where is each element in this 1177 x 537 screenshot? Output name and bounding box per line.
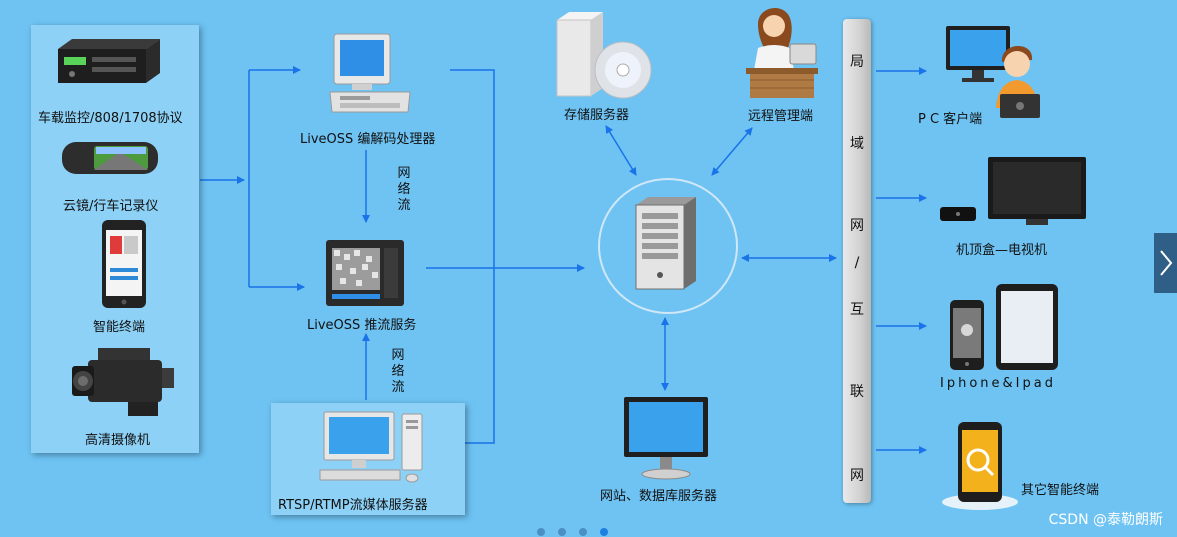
carousel-dot-1[interactable] [537,528,545,536]
lan-char-1: 局 [850,54,864,70]
lan-char-4: / [854,255,860,271]
other-terminal-icon [942,422,1018,510]
chevron-right-icon [1160,250,1173,276]
web-db-label: 网站、数据库服务器 [600,489,718,504]
source-label-dvr: 车载监控/808/1708协议 [38,111,183,126]
storage-server-arrow [605,125,637,176]
web-db-monitor-icon [624,397,708,480]
rtsp-label: RTSP/RTMP流媒体服务器 [278,498,428,513]
codec-computer-icon [329,33,411,113]
codec-link-line [450,69,495,444]
source-label-camera: 高清摄像机 [85,433,151,448]
iphone-ipad-label: Iphone&Ipad [940,376,1056,391]
tv-client-icon [940,157,1086,225]
tv-client-label: 机顶盒—电视机 [956,243,1048,258]
pc-client-label: P C 客户端 [918,112,983,127]
carousel-dot-2[interactable] [558,528,566,536]
carousel-next-button[interactable] [1154,233,1177,293]
remote-manager-icon [746,7,818,98]
pc-client-icon [946,26,1040,118]
source-label-terminal: 智能终端 [93,320,146,335]
lan-char-2: 域 [850,136,864,152]
remote-label: 远程管理端 [748,109,814,124]
storage-label: 存储服务器 [564,108,630,123]
source-label-mirror: 云镜/行车记录仪 [63,199,159,214]
lan-char-3: 网 [850,218,864,234]
push-label: LiveOSS 推流服务 [307,318,417,333]
net-stream-lower-1: 网 [391,348,405,363]
watermark: CSDN @泰勒朗斯 [1048,512,1163,528]
net-stream-upper-1: 网 [397,166,411,181]
other-terminal-label: 其它智能终端 [1021,483,1100,498]
carousel-dot-4[interactable] [600,528,608,536]
remote-server-arrow [711,127,753,176]
lan-internet-bar: 局 域 网 / 互 联 网 [843,19,871,503]
net-stream-upper-2: 络 [397,182,411,197]
lan-char-7: 网 [850,468,864,484]
net-stream-lower-2: 络 [391,364,405,379]
push-server-icon [326,240,404,306]
carousel-dot-3[interactable] [579,528,587,536]
storage-server-icon [556,12,652,99]
rtsp-computer-icon [319,411,423,483]
iphone-ipad-icon [950,284,1058,370]
dvr-device-icon [58,39,160,83]
camcorder-icon [72,348,174,416]
net-stream-upper-3: 流 [397,198,411,213]
lan-char-6: 联 [850,384,864,400]
mirror-recorder-icon [62,142,158,174]
net-stream-lower-3: 流 [391,380,405,395]
codec-label: LiveOSS 编解码处理器 [300,132,436,147]
lan-char-5: 互 [850,302,864,318]
central-server-icon [635,197,696,290]
smartphone-icon [102,220,146,308]
